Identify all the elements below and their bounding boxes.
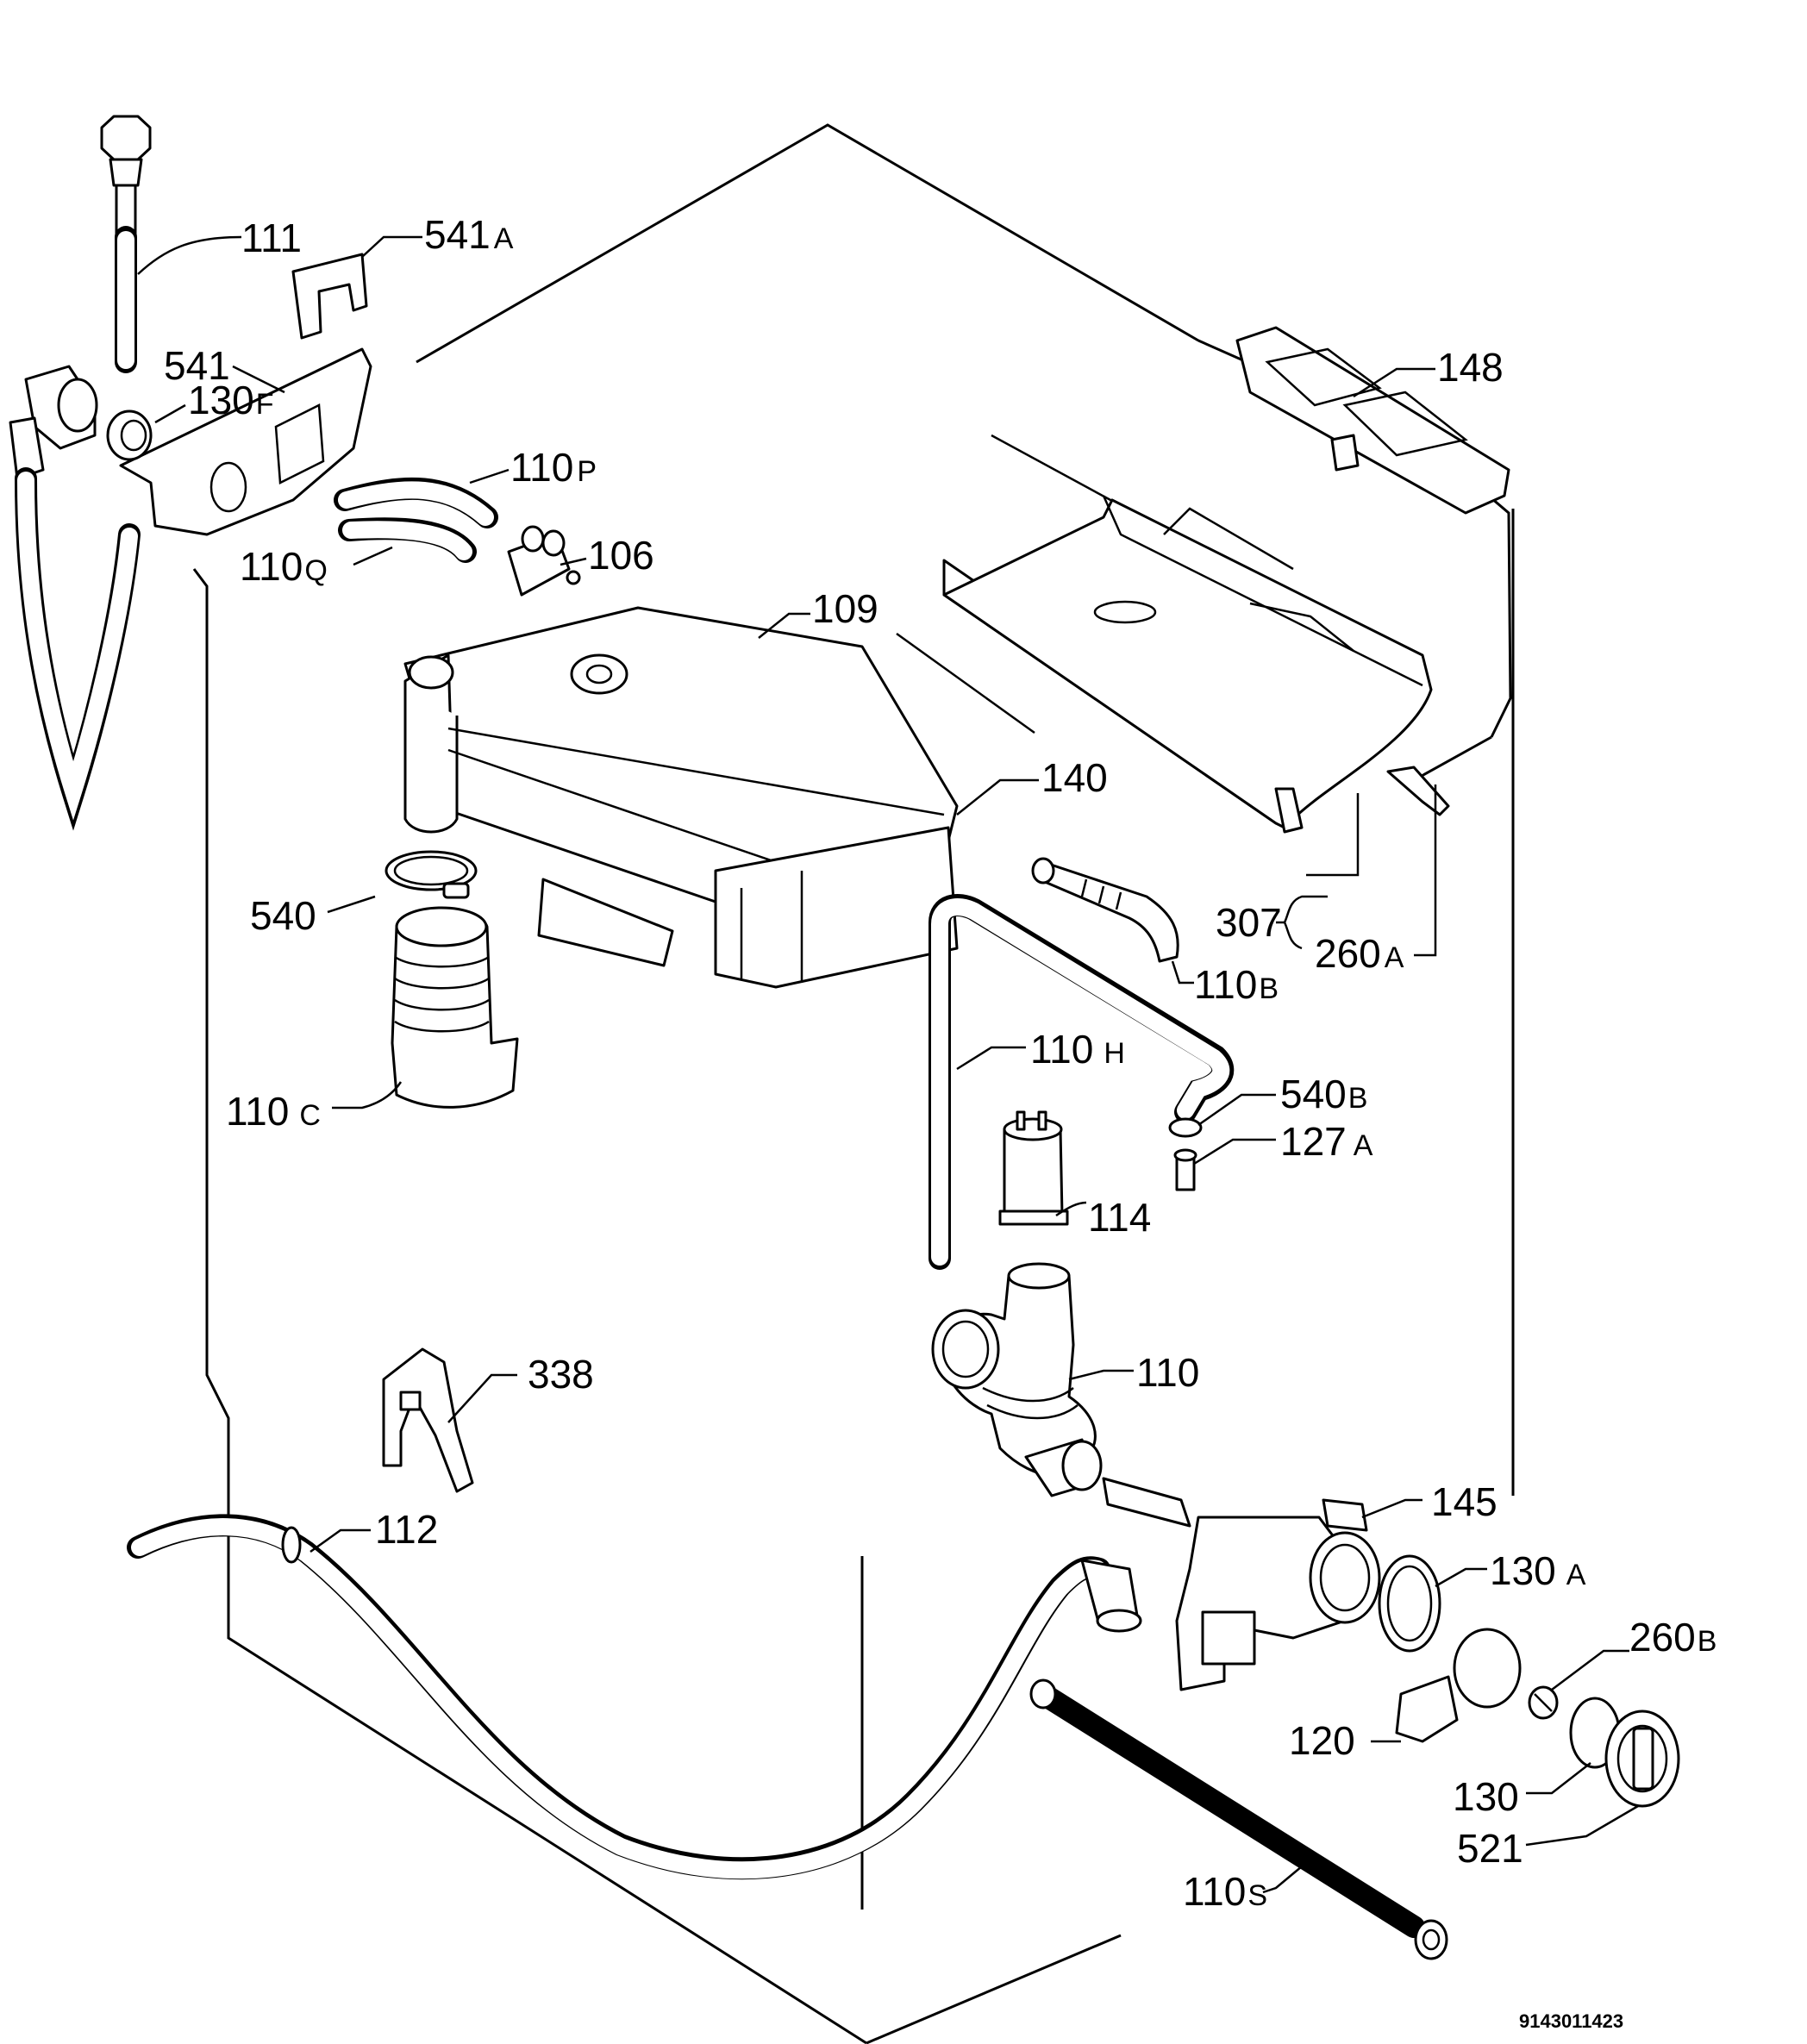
- label-307: 307: [1216, 900, 1282, 945]
- label-110B: 110B: [1194, 962, 1279, 1007]
- part-130A-seal: [1378, 1554, 1441, 1653]
- label-338: 338: [528, 1352, 594, 1397]
- label-112: 112: [375, 1507, 438, 1552]
- label-110S: 110S: [1183, 1869, 1267, 1914]
- label-106: 106: [588, 533, 654, 578]
- part-112-drain-hose: [127, 1514, 1142, 1880]
- label-130: 130: [1453, 1774, 1519, 1819]
- part-110H-hose: [929, 894, 1235, 1270]
- part-111-inlet-hose: [100, 115, 152, 373]
- label-111: 111: [241, 216, 302, 260]
- label-110: 110: [1136, 1350, 1199, 1395]
- part-521-cap: [1604, 1710, 1680, 1808]
- part-541A-clip: [291, 253, 368, 340]
- part-540-clamp: [385, 850, 478, 899]
- part-130F-seal: [106, 409, 153, 461]
- part-110-sump-hose: [931, 1262, 1103, 1497]
- part-120-filter: [1395, 1628, 1522, 1743]
- label-521: 521: [1457, 1826, 1523, 1871]
- part-110S-extension-hose: [1029, 1678, 1448, 1960]
- label-110Q: 110Q: [240, 544, 328, 589]
- part-110P-hose: [334, 477, 498, 528]
- part-541-bracket: [119, 347, 372, 536]
- part-260A-clip: [1386, 766, 1450, 816]
- part-114-pressure-chamber: [998, 1110, 1069, 1226]
- part-338-clip: [382, 1347, 474, 1493]
- part-540B-clamp: [1168, 1117, 1203, 1138]
- part-109-dispenser-housing: [403, 606, 959, 989]
- part-307-dispenser-drawer: [942, 495, 1433, 834]
- document-number: 9143011423: [1519, 2010, 1623, 2032]
- part-148-top-panel: [1235, 326, 1510, 515]
- part-110Q-hose: [338, 517, 477, 563]
- label-148: 148: [1437, 345, 1504, 390]
- leader-lines: [137, 235, 1639, 1894]
- label-145: 145: [1431, 1479, 1497, 1524]
- part-106-valve: [507, 525, 581, 597]
- label-109: 109: [812, 586, 878, 631]
- part-127A-nozzle: [1173, 1148, 1197, 1191]
- label-114: 114: [1088, 1195, 1151, 1240]
- part-110C-bellows: [391, 906, 519, 1109]
- part-260B-spring: [1528, 1685, 1559, 1720]
- label-260B: 260B: [1629, 1615, 1716, 1660]
- label-540: 540: [250, 893, 316, 938]
- label-130F: 130F: [188, 378, 274, 422]
- part-110B-hose: [1031, 857, 1179, 963]
- label-140: 140: [1041, 755, 1108, 800]
- label-540B: 540B: [1280, 1072, 1367, 1116]
- part-inlet-elbow-hose: [9, 365, 141, 831]
- label-120: 120: [1289, 1718, 1355, 1763]
- part-145-drain-pump: [1102, 1477, 1381, 1691]
- label-541: 541: [164, 343, 230, 388]
